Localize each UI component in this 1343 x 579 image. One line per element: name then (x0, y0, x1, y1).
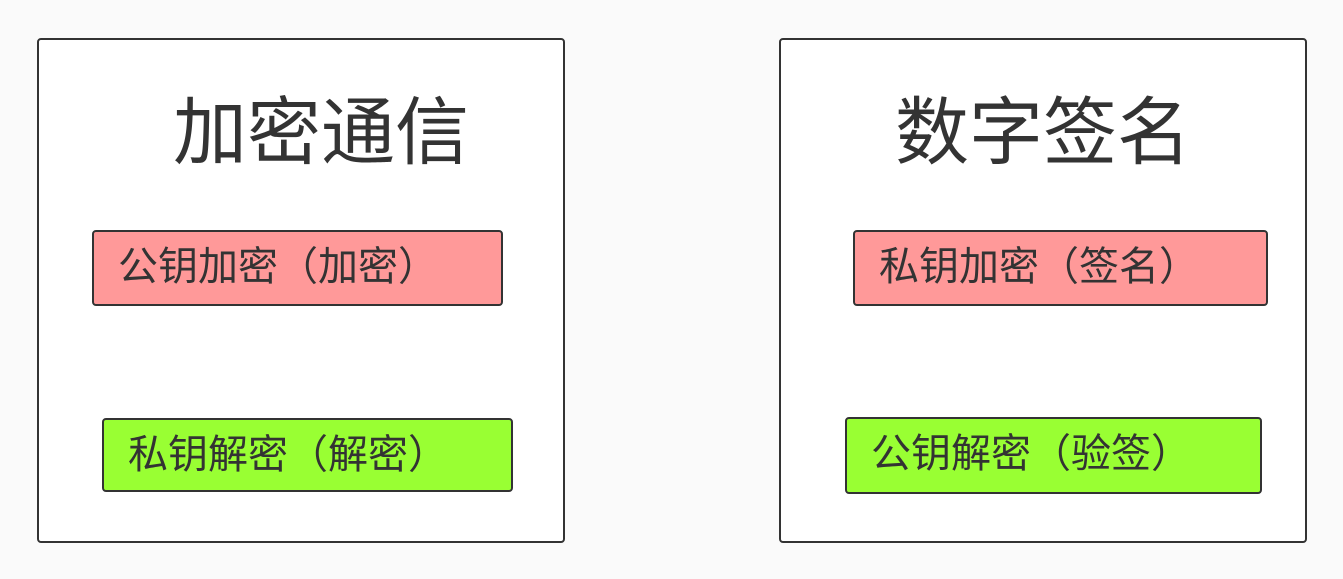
private-key-sign-box: 私钥加密（签名） (853, 230, 1268, 306)
panel-digital-signature: 数字签名 私钥加密（签名） 公钥解密（验签） (779, 38, 1307, 543)
private-key-decrypt-box: 私钥解密（解密） (102, 418, 513, 492)
public-key-encrypt-box: 公钥加密（加密） (92, 230, 503, 306)
public-key-verify-box: 公钥解密（验签） (845, 417, 1262, 494)
panel-title: 加密通信 (173, 90, 469, 176)
panel-encrypted-communication: 加密通信 公钥加密（加密） 私钥解密（解密） (37, 38, 565, 543)
panel-title: 数字签名 (895, 90, 1191, 176)
